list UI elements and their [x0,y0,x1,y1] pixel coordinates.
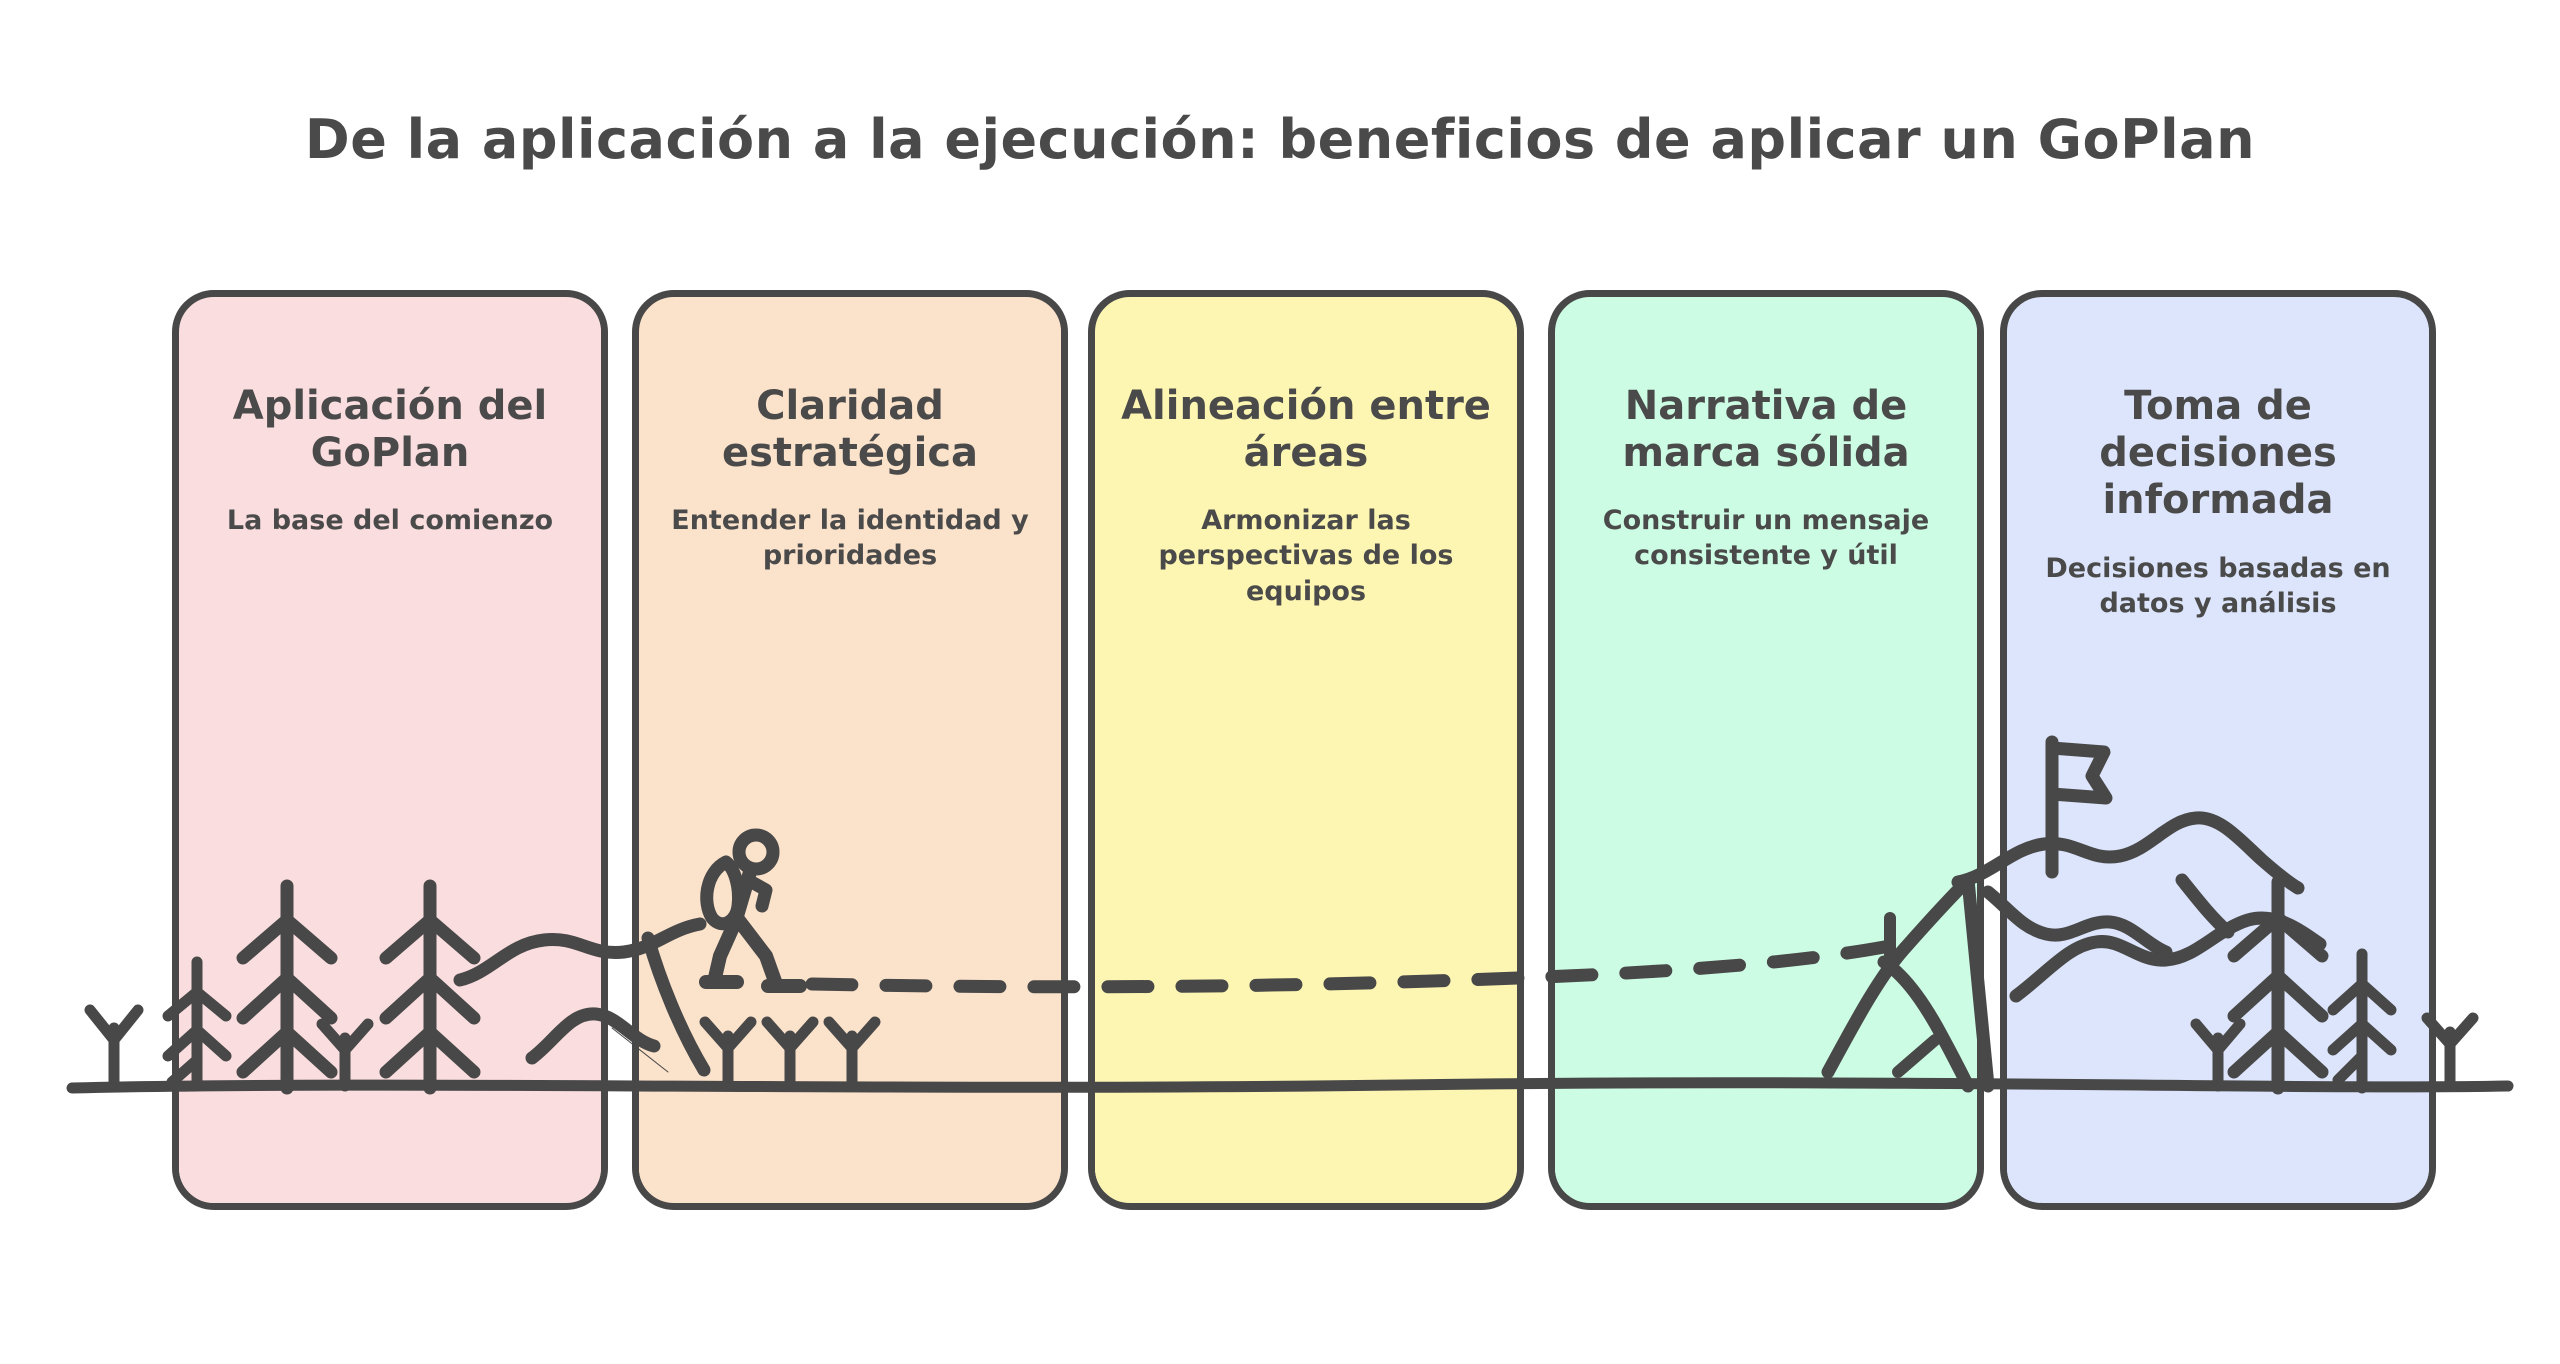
benefit-card-claridad-estrategica[interactable]: Claridad estratégica Entender la identid… [632,290,1068,1210]
benefit-card-toma-de-decisiones-informada[interactable]: Toma de decisiones informada Decisiones … [2000,290,2436,1210]
card-subtitle: La base del comienzo [226,505,554,537]
card-title: Aplicación del GoPlan [232,383,548,477]
card-subtitle: Construir un mensaje consistente y útil [1602,505,1930,572]
card-title: Narrativa de marca sólida [1622,383,1910,477]
card-title: Alineación entre áreas [1121,383,1491,477]
card-content: Claridad estratégica Entender la identid… [639,297,1061,1203]
benefit-card-alineacion-entre-areas[interactable]: Alineación entre áreas Armonizar las per… [1088,290,1524,1210]
card-title: Toma de decisiones informada [2099,383,2337,524]
card-subtitle: Armonizar las perspectivas de los equipo… [1158,505,1454,607]
card-content: Narrativa de marca sólida Construir un m… [1555,297,1977,1203]
card-subtitle: Decisiones basadas en datos y análisis [2045,552,2391,619]
card-title: Claridad estratégica [721,383,979,477]
page-title: De la aplicación a la ejecución: benefic… [304,108,2256,171]
card-content: Toma de decisiones informada Decisiones … [2007,297,2429,1203]
card-content: Aplicación del GoPlan La base del comien… [179,297,601,1203]
card-subtitle: Entender la identidad y prioridades [671,505,1029,572]
benefit-card-aplicacion-del-goplan[interactable]: Aplicación del GoPlan La base del comien… [172,290,608,1210]
card-content: Alineación entre áreas Armonizar las per… [1095,297,1517,1203]
benefit-card-narrativa-de-marca-solida[interactable]: Narrativa de marca sólida Construir un m… [1548,290,1984,1210]
